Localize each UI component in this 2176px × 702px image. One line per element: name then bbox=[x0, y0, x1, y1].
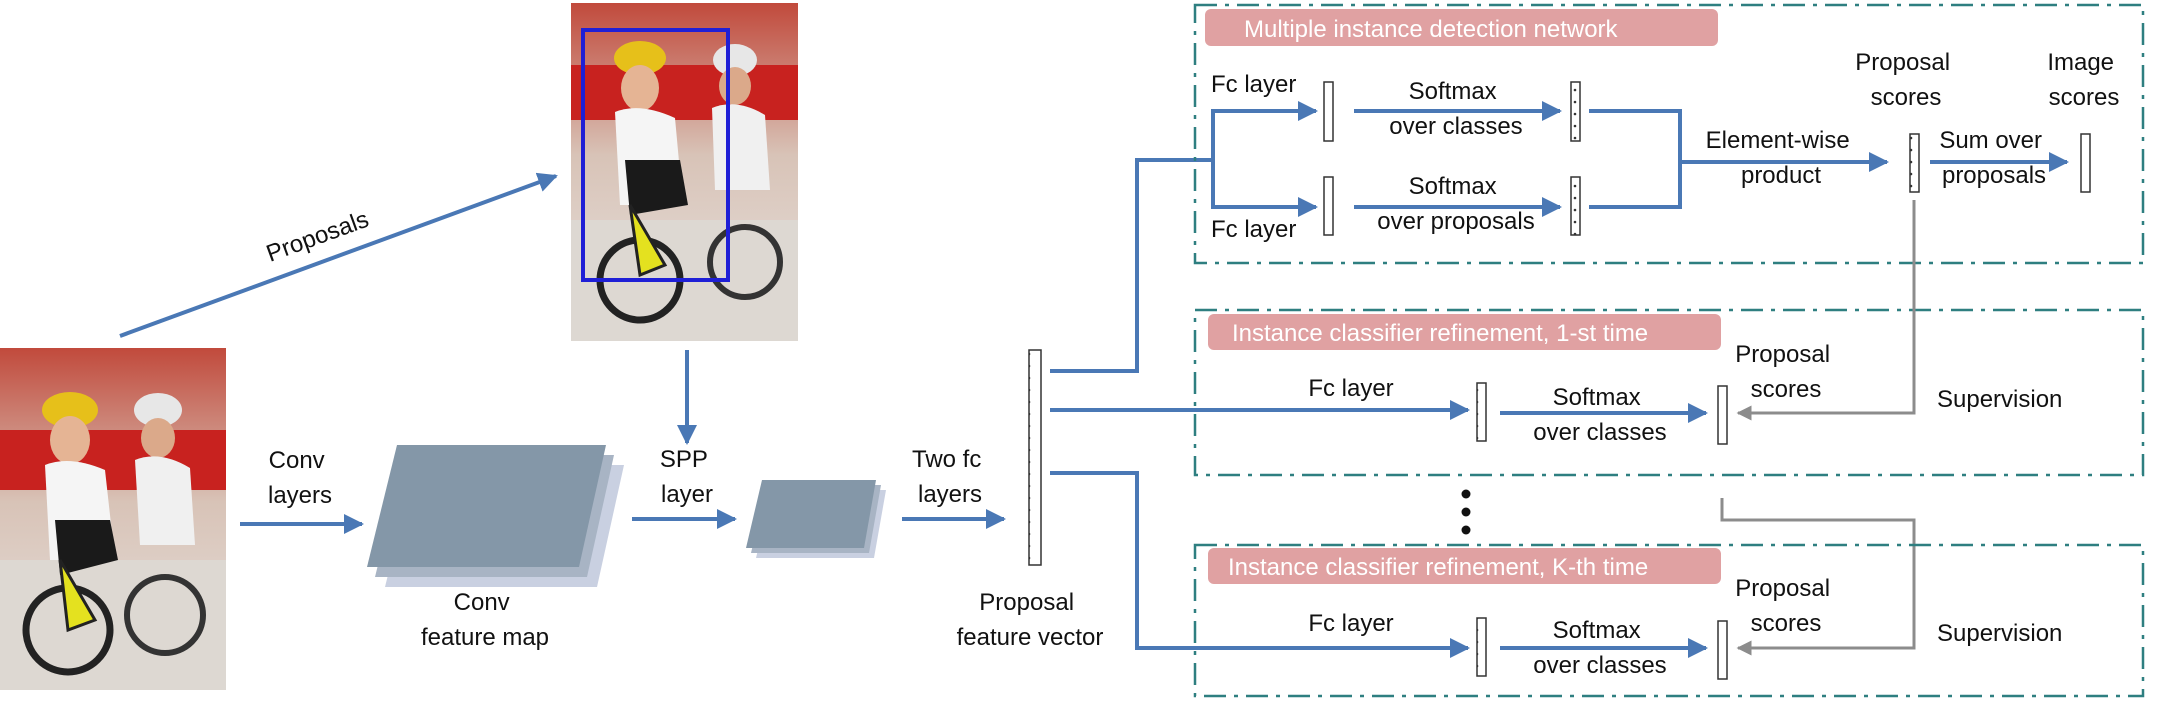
input-photo bbox=[0, 348, 226, 690]
spp-layer-label: SPP layer bbox=[660, 446, 714, 508]
proposal-photo bbox=[571, 3, 798, 341]
bounding-box bbox=[581, 28, 730, 282]
refineK-fc-label: Fc layer bbox=[1308, 610, 1393, 637]
refine1-vector-a bbox=[1476, 382, 1487, 442]
merge-top bbox=[1589, 109, 1682, 209]
refineK-title: Instance classifier refinement, K-th tim… bbox=[1228, 554, 1648, 581]
ellipsis-dots bbox=[1461, 489, 1471, 535]
conv-feature-map bbox=[367, 445, 624, 587]
two-fc-layers-label: Two fc layers bbox=[912, 446, 988, 508]
supervision-1-arrow bbox=[1736, 200, 1916, 421]
midn-vector-c bbox=[1570, 81, 1581, 142]
refineK-proposal-scores-label: Proposal scores bbox=[1735, 575, 1836, 637]
refine1-vector-b bbox=[1717, 385, 1728, 445]
midn-vector-d bbox=[1570, 176, 1581, 236]
conv-feature-map-label: Conv feature map bbox=[421, 589, 549, 651]
spp-feature bbox=[746, 480, 886, 558]
midn-banner bbox=[1205, 9, 1718, 46]
refineK-vector-a bbox=[1476, 617, 1487, 677]
refine1-fc-label: Fc layer bbox=[1308, 375, 1393, 402]
midn-softmax-classes-label: Softmax over classes bbox=[1389, 78, 1522, 140]
refine1-softmax-label: Softmax over classes bbox=[1533, 384, 1666, 446]
midn-title: Multiple instance detection network bbox=[1244, 16, 1619, 43]
refine1-title: Instance classifier refinement, 1-st tim… bbox=[1232, 320, 1648, 347]
proposals-arrow bbox=[119, 172, 558, 338]
to-refineK-arrow bbox=[1050, 471, 1470, 658]
proposal-feature-vector-label: Proposal feature vector bbox=[957, 589, 1104, 651]
refineK-softmax-label: Softmax over classes bbox=[1533, 617, 1666, 679]
image-scores-vector bbox=[2080, 133, 2091, 193]
midn-vector-b bbox=[1323, 176, 1334, 236]
image-scores-label: Image scores bbox=[2047, 49, 2120, 111]
midn-proposal-scores-label: Proposal scores bbox=[1855, 49, 1956, 111]
midn-split-bottom bbox=[1211, 160, 1318, 217]
conv-layers-label: Conv layers bbox=[268, 447, 332, 509]
midn-fc-bottom-label: Fc layer bbox=[1211, 216, 1296, 243]
midn-softmax-proposals-label: Softmax over proposals bbox=[1377, 173, 1534, 235]
midn-proposal-scores-vector bbox=[1909, 133, 1920, 193]
refineK-vector-b bbox=[1717, 620, 1728, 680]
midn-vector-a bbox=[1323, 81, 1334, 142]
to-midn-line bbox=[1050, 158, 1213, 373]
proposals-label: Proposals bbox=[263, 206, 373, 268]
sum-over-label: Sum over proposals bbox=[1939, 127, 2048, 189]
refineK-supervision-label: Supervision bbox=[1937, 620, 2062, 647]
refine1-banner bbox=[1208, 314, 1721, 350]
midn-split-top bbox=[1211, 101, 1318, 160]
refine1-proposal-scores-label: Proposal scores bbox=[1735, 341, 1836, 403]
refineK-box: Instance classifier refinement, K-th tim… bbox=[1193, 543, 2145, 698]
midn-fc-top-label: Fc layer bbox=[1211, 71, 1296, 98]
proposal-feature-vector bbox=[1028, 349, 1042, 566]
refineK-banner bbox=[1208, 548, 1721, 584]
element-wise-label: Element-wise product bbox=[1706, 127, 1857, 189]
refine1-supervision-label: Supervision bbox=[1937, 386, 2062, 413]
supervision-k-arrow bbox=[1720, 498, 1916, 656]
refine1-box: Instance classifier refinement, 1-st tim… bbox=[1193, 308, 2145, 477]
midn-box: Multiple instance detection network bbox=[1193, 3, 2145, 265]
